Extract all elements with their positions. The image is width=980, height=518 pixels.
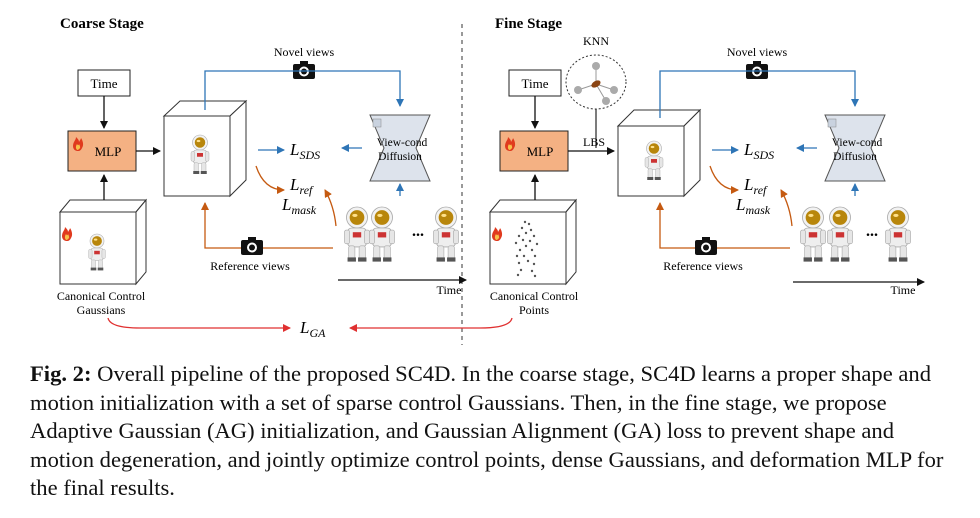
fine-knn-label: KNN	[583, 34, 609, 48]
fine-deformed-cube	[616, 108, 702, 198]
coarse-reference-views-label: Reference views	[210, 259, 290, 273]
coarse-deformed-cube	[162, 99, 248, 198]
coarse-time-axis-label: Time	[437, 283, 462, 297]
fine-lbs-label: LBS	[583, 135, 605, 149]
ga-loss: LGA	[107, 317, 513, 340]
coarse-canonical-label-1: Canonical Control	[57, 289, 146, 303]
coarse-ellipsis: ...	[412, 223, 424, 240]
coarse-time-box	[77, 69, 131, 97]
fine-diffusion-label-2: Diffusion	[833, 151, 877, 163]
fine-loss-ref: Lref	[743, 175, 768, 197]
fine-time-label: Time	[522, 76, 549, 91]
coarse-loss-sds: LSDS	[289, 140, 320, 162]
coarse-canonical-label-2: Gaussians	[77, 303, 126, 317]
coarse-stage: Coarse Stage Time MLP Canonical Control …	[57, 16, 467, 317]
fine-stage-title: Fine Stage	[495, 16, 562, 32]
fine-astronaut-sequence: ...	[799, 206, 912, 263]
caption-text: Overall pipeline of the proposed SC4D. I…	[30, 361, 944, 501]
loss-ga: LGA	[299, 318, 326, 340]
reference-camera-icon	[695, 237, 717, 255]
fine-novel-views-label: Novel views	[727, 45, 788, 59]
coarse-stage-title: Coarse Stage	[60, 16, 144, 32]
coarse-diffusion-label-2: Diffusion	[378, 151, 422, 163]
fine-stage: Fine Stage Time MLP KNN LBS	[488, 16, 925, 317]
coarse-mlp-box	[67, 130, 137, 172]
fine-canonical-cube	[488, 198, 578, 286]
astronaut-frame	[368, 206, 396, 263]
astronaut-frame	[343, 206, 371, 263]
coarse-time-label: Time	[91, 76, 118, 91]
coarse-mlp-label: MLP	[95, 144, 122, 159]
fine-diffusion-label-1: View-cond	[832, 137, 883, 149]
coarse-loss-ref: Lref	[289, 175, 314, 197]
novel-camera-icon	[293, 61, 315, 79]
coarse-astronaut-sequence: ...	[343, 206, 460, 263]
caption-label: Fig. 2:	[30, 361, 92, 386]
astronaut-frame	[884, 206, 912, 263]
fine-loss-sds: LSDS	[743, 140, 774, 162]
pipeline-diagram: Coarse Stage Time MLP Canonical Control …	[57, 16, 925, 345]
fine-mlp-label: MLP	[527, 144, 554, 159]
knn-graph-icon	[565, 54, 627, 110]
astronaut-frame	[432, 206, 460, 263]
fine-canonical-label-1: Canonical Control	[490, 289, 579, 303]
fine-ellipsis: ...	[866, 223, 878, 240]
coarse-canonical-cube	[58, 198, 148, 286]
reference-camera-icon	[241, 237, 263, 255]
fine-loss-mask: Lmask	[735, 195, 771, 217]
coarse-diffusion-label-1: View-cond	[377, 137, 428, 149]
fine-canonical-label-2: Points	[519, 303, 549, 317]
figure-caption: Fig. 2: Overall pipeline of the proposed…	[30, 360, 960, 503]
fine-time-box	[508, 69, 562, 97]
coarse-novel-views-label: Novel views	[274, 45, 335, 59]
fine-time-axis-label: Time	[891, 283, 916, 297]
astronaut-frame	[826, 206, 854, 263]
astronaut-frame	[799, 206, 827, 263]
coarse-loss-mask: Lmask	[281, 195, 317, 217]
novel-camera-icon	[746, 61, 768, 79]
fine-reference-views-label: Reference views	[663, 259, 743, 273]
control-points-cloud	[514, 220, 539, 278]
